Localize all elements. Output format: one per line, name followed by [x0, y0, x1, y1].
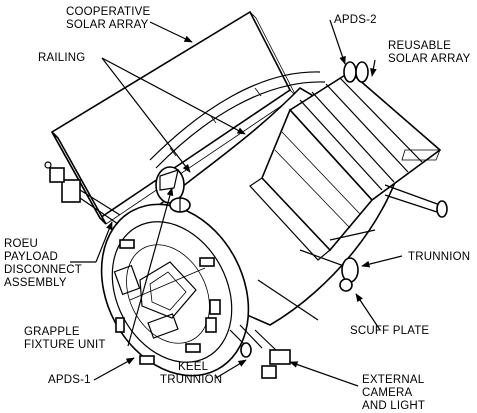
label-roeu-3: DISCONNECT	[4, 264, 82, 276]
label-keel-trunnion-1: KEEL	[178, 361, 209, 373]
railing	[149, 71, 326, 169]
label-reusable-solar-array-1: REUSABLE	[388, 40, 451, 52]
spacecraft-drawing	[44, 10, 448, 379]
label-cooperative-solar-array-2: SOLAR ARRAY	[66, 19, 149, 31]
keel-camera-part	[229, 324, 291, 379]
label-apds2: APDS-2	[334, 14, 377, 26]
leader-lines	[70, 19, 403, 387]
apds2-part	[343, 61, 369, 83]
reusable-solar-array	[249, 71, 442, 261]
roeu-part	[44, 161, 121, 225]
label-reusable-solar-array-2: SOLAR ARRAY	[388, 53, 471, 65]
label-trunnion: TRUNNION	[408, 251, 470, 263]
cooperative-solar-array-panel	[50, 10, 297, 225]
trunnion-struts	[257, 184, 448, 321]
label-external-camera-3: AND LIGHT	[362, 400, 425, 412]
label-apds1: APDS-1	[48, 374, 91, 386]
label-cooperative-solar-array-1: COOPERATIVE	[66, 6, 151, 18]
label-roeu-2: PAYLOAD	[4, 251, 58, 263]
label-roeu-1: ROEU	[4, 238, 38, 250]
label-grapple-fixture-unit-2: FIXTURE UNIT	[24, 339, 106, 351]
labels: COOPERATIVE SOLAR ARRAY RAILING APDS-2 R…	[4, 6, 471, 412]
label-external-camera-1: EXTERNAL	[362, 374, 425, 386]
label-railing: RAILING	[38, 52, 85, 64]
label-external-camera-2: CAMERA	[362, 387, 413, 399]
label-scuff-plate: SCUFF PLATE	[350, 325, 429, 337]
label-roeu-4: ASSEMBLY	[4, 277, 67, 289]
label-grapple-fixture-unit-1: GRAPPLE	[24, 326, 80, 338]
label-keel-trunnion-2: TRUNNION	[160, 374, 222, 386]
grapple-fixture	[155, 166, 191, 213]
